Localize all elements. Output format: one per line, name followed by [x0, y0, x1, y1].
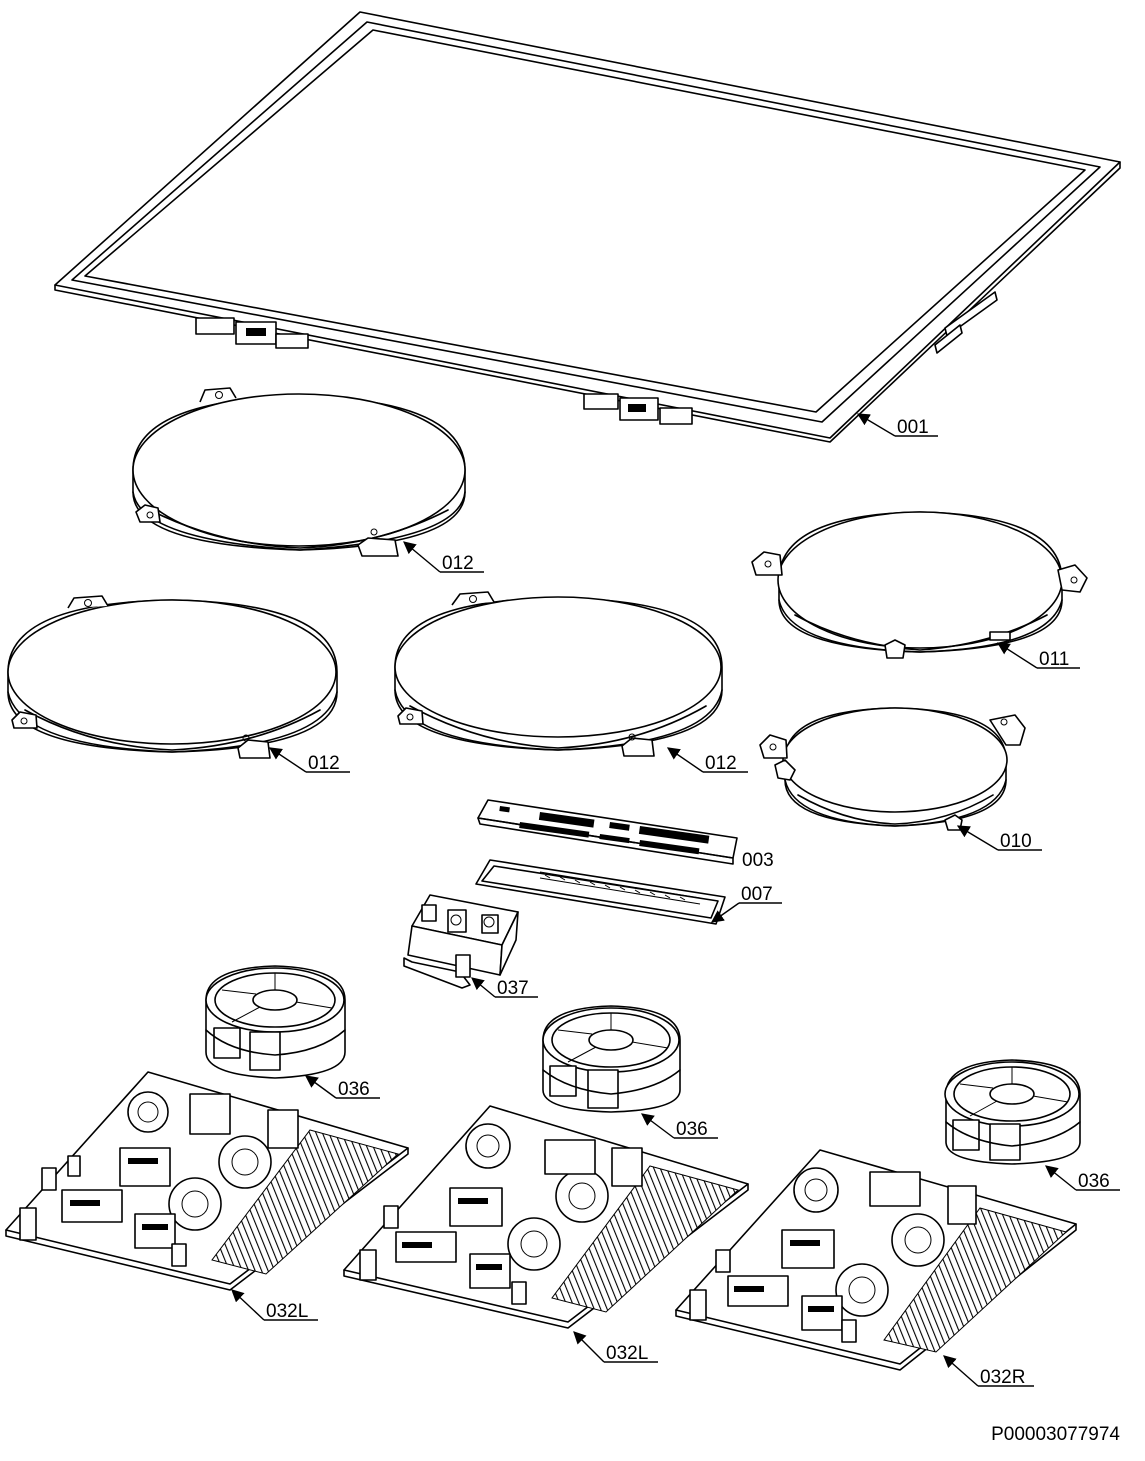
power-board-032L-center[interactable]	[344, 1106, 748, 1328]
label-036-fan-center: 036	[676, 1119, 708, 1140]
label-011-coil: 011	[1039, 649, 1069, 670]
induction-coil-010[interactable]	[760, 708, 1025, 830]
leader-lines	[231, 413, 1120, 1386]
label-010-coil: 010	[1000, 831, 1032, 852]
label-032L-board-left: 032L	[266, 1301, 308, 1322]
label-007-display-frame: 007	[741, 884, 773, 905]
label-012-center-coil: 012	[705, 753, 737, 774]
cooling-fan-036-center[interactable]	[543, 1006, 680, 1112]
terminal-block-037[interactable]	[404, 895, 518, 988]
glass-top-part[interactable]	[55, 12, 1120, 442]
label-037-terminal-block: 037	[497, 978, 529, 999]
label-036-fan-right: 036	[1078, 1171, 1110, 1192]
cooling-fan-036-right[interactable]	[945, 1060, 1080, 1164]
display-frame-007[interactable]	[476, 860, 725, 924]
label-032L-board-center: 032L	[606, 1343, 648, 1364]
power-board-032R-right[interactable]	[676, 1150, 1076, 1370]
drawing-code: P00003077974	[991, 1424, 1120, 1445]
induction-coil-011[interactable]	[752, 512, 1087, 658]
induction-coil-012-top[interactable]	[133, 388, 465, 556]
label-003-display-board: 003	[742, 850, 774, 871]
label-032R-board-right: 032R	[980, 1367, 1025, 1388]
label-036-fan-left: 036	[338, 1079, 370, 1100]
induction-coil-012-center[interactable]	[395, 592, 722, 756]
display-board-003[interactable]	[478, 800, 737, 864]
cooling-fan-036-left[interactable]	[206, 966, 345, 1078]
label-001-glass-top: 001	[897, 417, 929, 438]
induction-coil-012-left[interactable]	[8, 596, 337, 758]
label-012-left-coil: 012	[308, 753, 340, 774]
power-board-032L-left[interactable]	[6, 1072, 408, 1290]
label-012-top-coil: 012	[442, 553, 474, 574]
